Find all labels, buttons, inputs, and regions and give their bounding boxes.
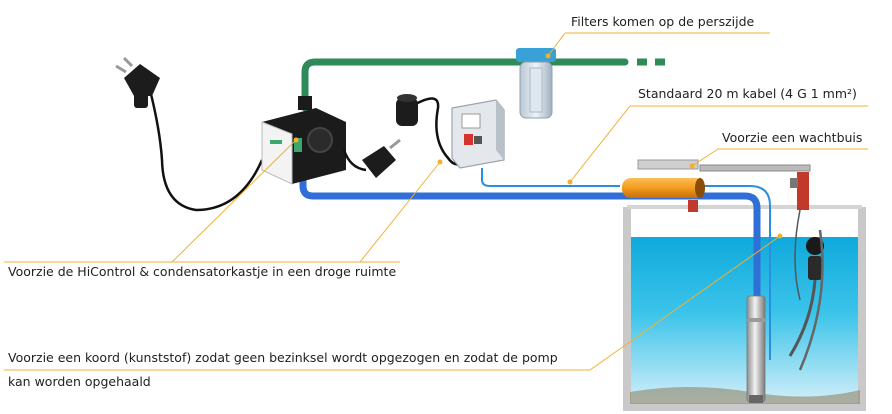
label-koord-line2: kan worden opgehaald [8,374,151,389]
blue-pipe [299,168,761,364]
capacitor-box-icon [451,99,505,169]
label-hicontrol: Voorzie de HiControl & condensatorkastje… [8,264,397,279]
label-filters: Filters komen op de perszijde [571,14,755,29]
leader-dots [293,53,783,239]
float-switch-icon [788,209,824,371]
green-pressure-pipe [301,58,665,112]
power-plug-icon [115,56,264,212]
label-koord-line1: Voorzie een koord (kunststof) zodat geen… [8,350,558,365]
wachtbuis-support [637,159,811,212]
connector-plug-icon [342,138,401,178]
label-wachtbuis: Voorzie een wachtbuis [722,130,863,145]
leader-lines [4,32,868,371]
water-filter-icon [516,48,556,119]
pump-cable [481,168,771,360]
submersible-pump-icon [746,295,766,403]
well-tank [623,205,866,411]
hicontrol-unit-icon [261,96,346,185]
orange-wachtbuis-tube [622,178,705,198]
label-cable: Standaard 20 m kabel (4 G 1 mm²) [638,86,857,101]
